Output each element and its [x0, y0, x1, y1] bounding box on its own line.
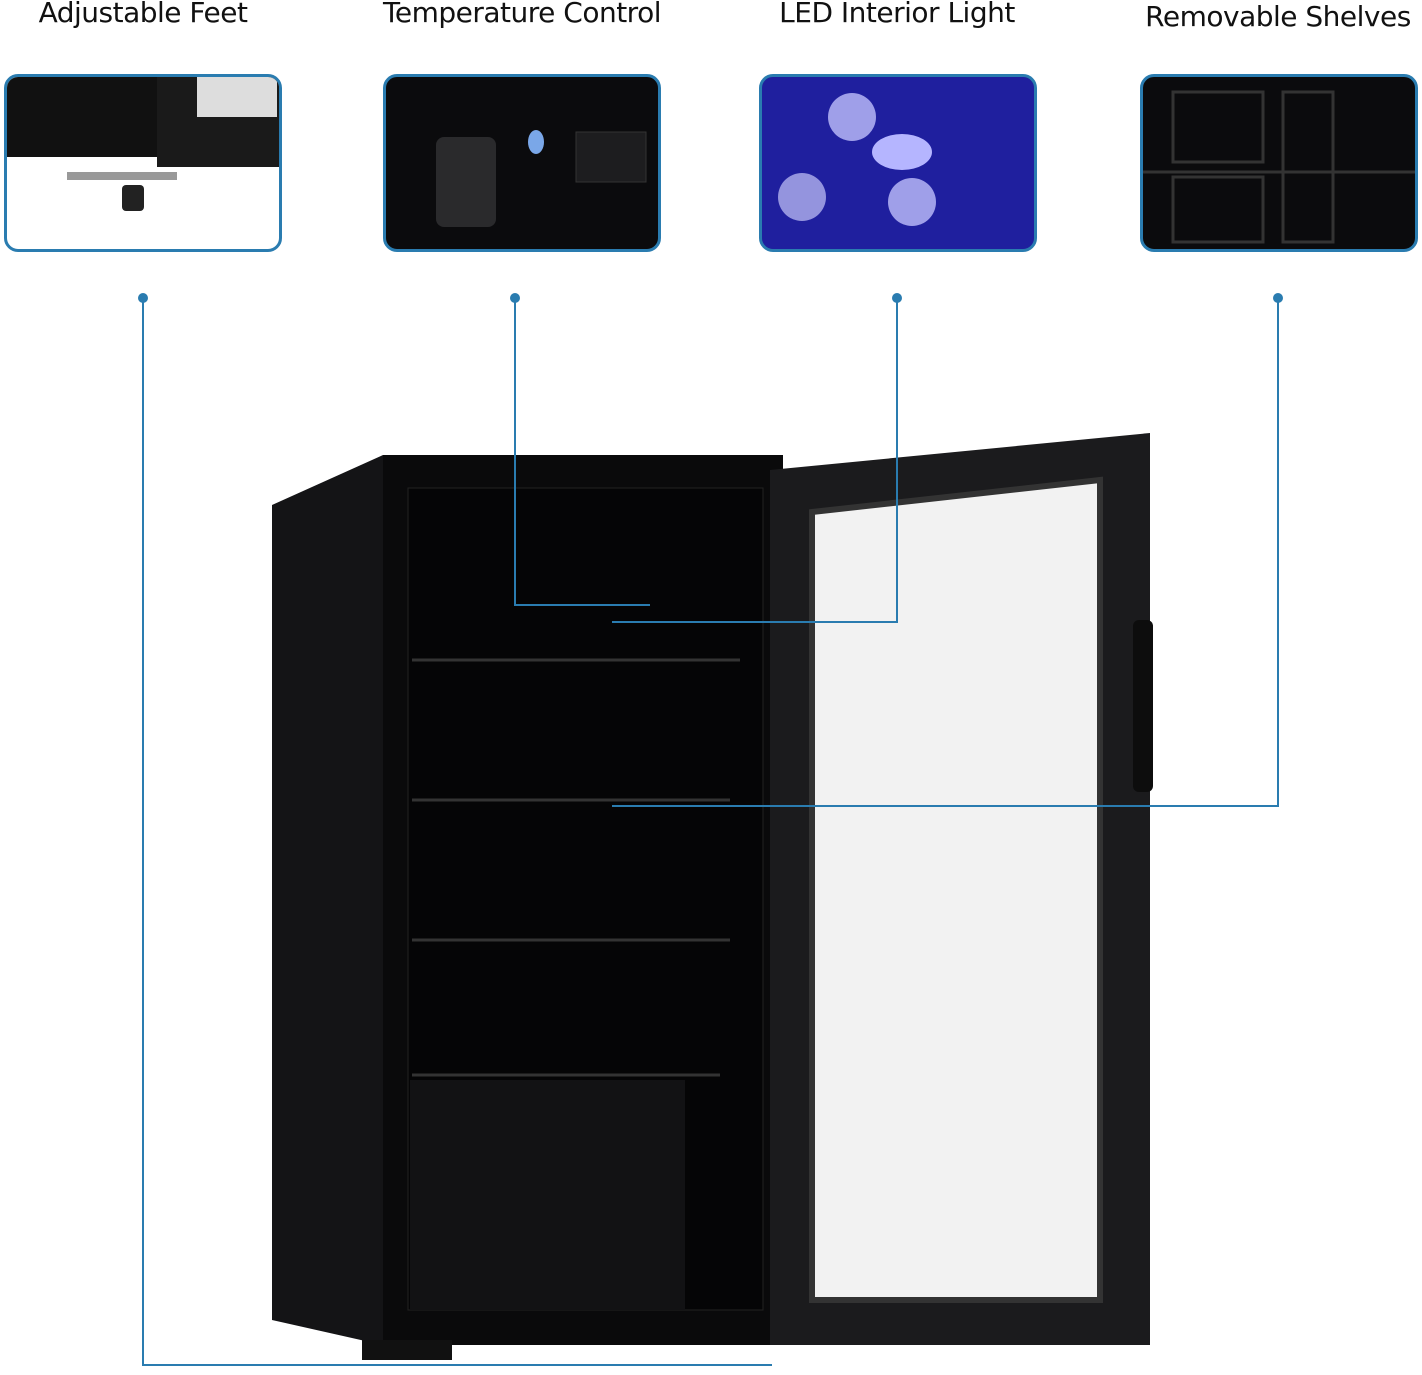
thumbnail-led-interior-light: [759, 74, 1037, 252]
label-adjustable-feet: Adjustable Feet: [38, 0, 248, 29]
label-led-interior-light: LED Interior Light: [779, 0, 1015, 29]
door-glass: [809, 476, 1103, 1303]
leader-lines: [142, 298, 1279, 1366]
fridge-shelves: [412, 658, 740, 1077]
fridge-foot: [362, 1340, 452, 1360]
thumbnail-removable-shelves: [1140, 74, 1418, 252]
fridge-bottom-compartment: [410, 1080, 685, 1310]
thumbnail-temperature-control: [383, 74, 661, 252]
fridge-side-panel: [272, 455, 383, 1345]
label-removable-shelves: Removable Shelves: [1145, 0, 1411, 33]
leader-dots: [138, 293, 1283, 303]
thumbnail-adjustable-feet: [4, 74, 282, 252]
door-handle: [1133, 620, 1153, 792]
label-temperature-control: Temperature Control: [383, 0, 661, 29]
